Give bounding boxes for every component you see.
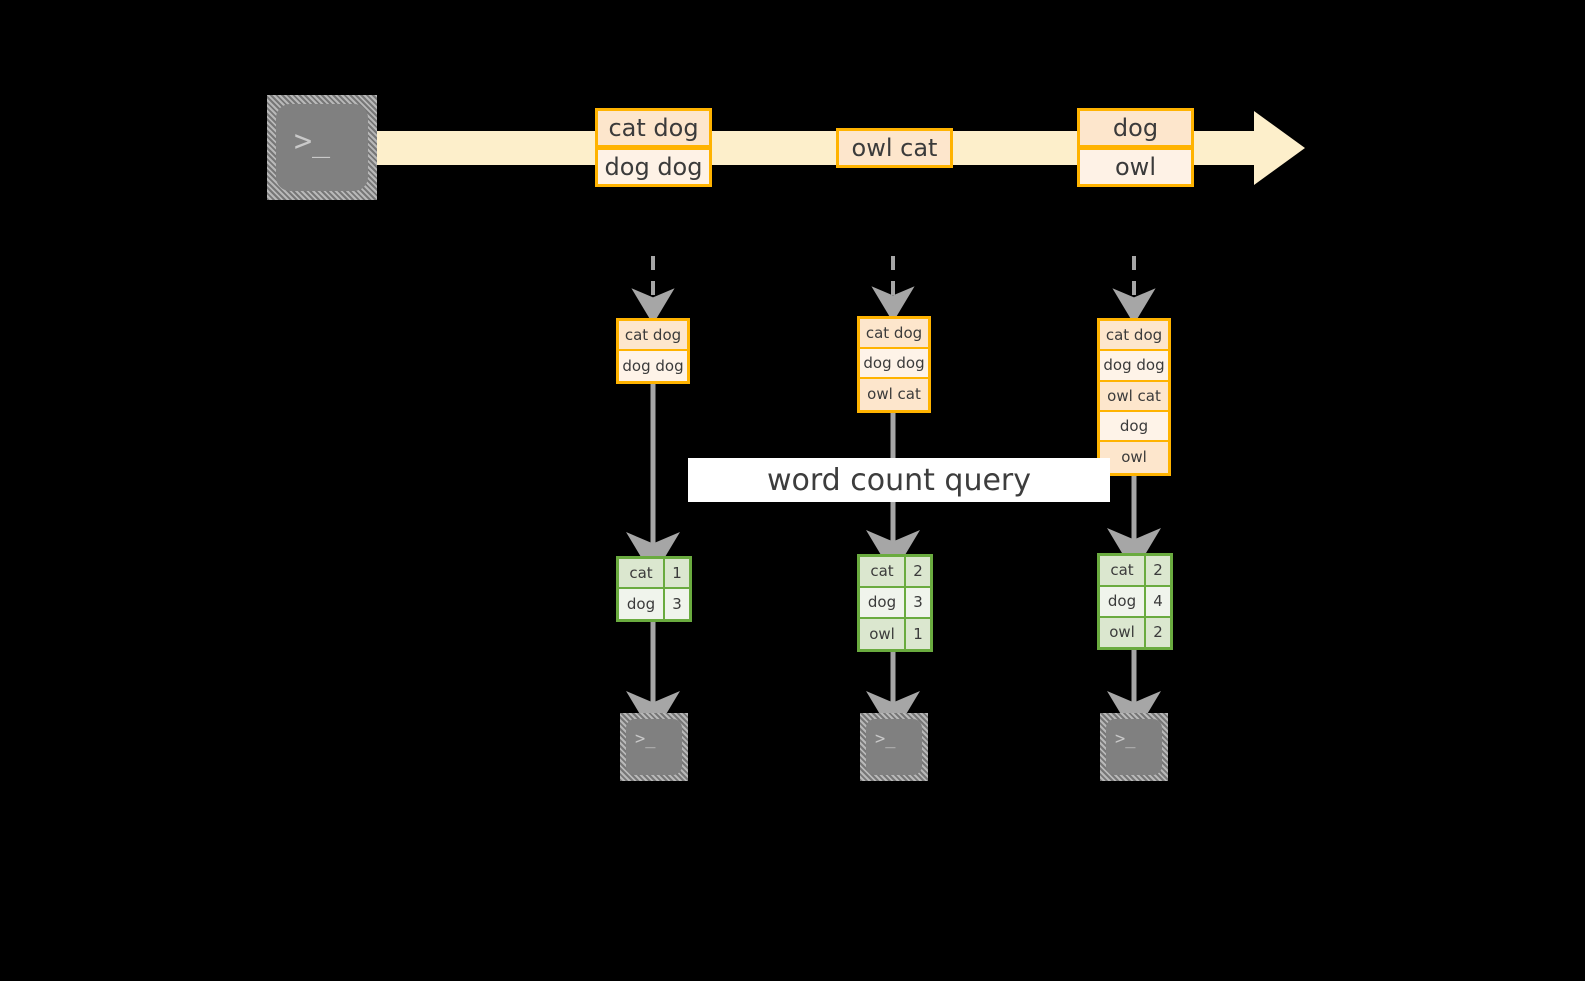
table-row: owl 2 (1100, 618, 1170, 647)
input-stack-3-row-4: dog (1100, 412, 1168, 442)
input-stack-3-row-3: owl cat (1100, 382, 1168, 412)
result-1-word-2: dog (619, 589, 665, 619)
result-1-count-1: 1 (665, 559, 689, 587)
terminal-body (626, 719, 682, 775)
result-table-2: cat 2 dog 3 owl 1 (857, 554, 933, 652)
source-terminal-icon[interactable]: >_ (267, 95, 377, 200)
result-2-word-2: dog (860, 588, 906, 617)
table-row: cat 2 (860, 557, 930, 588)
table-row: cat 2 (1100, 556, 1170, 587)
terminal-body (1106, 719, 1162, 775)
result-2-count-2: 3 (906, 588, 930, 617)
sink-terminal-icon-2[interactable]: >_ (860, 713, 928, 781)
terminal-body (866, 719, 922, 775)
input-stack-2-row-1: cat dog (860, 319, 928, 349)
result-table-3: cat 2 dog 4 owl 2 (1097, 553, 1173, 650)
result-3-count-2: 4 (1146, 587, 1170, 616)
stream-batch-1-line-1: cat dog (595, 108, 712, 148)
input-stack-3: cat dog dog dog owl cat dog owl (1097, 318, 1171, 476)
input-stack-1: cat dog dog dog (616, 318, 690, 384)
terminal-prompt-glyph: >_ (294, 124, 331, 159)
terminal-prompt-glyph: >_ (875, 729, 896, 749)
stream-batch-1-line-2: dog dog (595, 147, 712, 187)
input-stack-1-row-1: cat dog (619, 321, 687, 351)
sink-terminal-icon-3[interactable]: >_ (1100, 713, 1168, 781)
table-row: dog 3 (860, 588, 930, 619)
input-stack-3-row-5: owl (1100, 442, 1168, 473)
input-stack-2-row-2: dog dog (860, 349, 928, 379)
table-row: dog 4 (1100, 587, 1170, 618)
result-2-word-3: owl (860, 619, 906, 649)
table-row: dog 3 (619, 589, 689, 619)
stream-batch-2-line-1: owl cat (836, 128, 953, 168)
result-3-count-1: 2 (1146, 556, 1170, 585)
result-3-word-2: dog (1100, 587, 1146, 616)
result-table-1: cat 1 dog 3 (616, 556, 692, 622)
result-2-count-1: 2 (906, 557, 930, 586)
stream-batch-3-line-2: owl (1077, 147, 1194, 187)
query-label-band: word count query (688, 458, 1110, 502)
input-stack-3-row-2: dog dog (1100, 351, 1168, 382)
stream-batch-3-line-1: dog (1077, 108, 1194, 148)
result-3-word-3: owl (1100, 618, 1146, 647)
sink-terminal-icon-1[interactable]: >_ (620, 713, 688, 781)
input-stack-1-row-2: dog dog (619, 351, 687, 381)
input-stack-2-row-3: owl cat (860, 379, 928, 410)
result-2-count-3: 1 (906, 619, 930, 649)
table-row: owl 1 (860, 619, 930, 649)
result-1-count-2: 3 (665, 589, 689, 619)
trigger-dashed-connectors (631, 256, 1156, 325)
table-row: cat 1 (619, 559, 689, 589)
result-1-word-1: cat (619, 559, 665, 587)
terminal-prompt-glyph: >_ (635, 729, 656, 749)
terminal-prompt-glyph: >_ (1115, 729, 1136, 749)
result-3-count-3: 2 (1146, 618, 1170, 647)
result-2-word-1: cat (860, 557, 906, 586)
query-label-text: word count query (766, 462, 1032, 498)
result-3-word-1: cat (1100, 556, 1146, 585)
input-stack-2: cat dog dog dog owl cat (857, 316, 931, 413)
terminal-body (276, 104, 368, 191)
input-stack-3-row-1: cat dog (1100, 321, 1168, 351)
sink-connectors (626, 622, 1161, 737)
